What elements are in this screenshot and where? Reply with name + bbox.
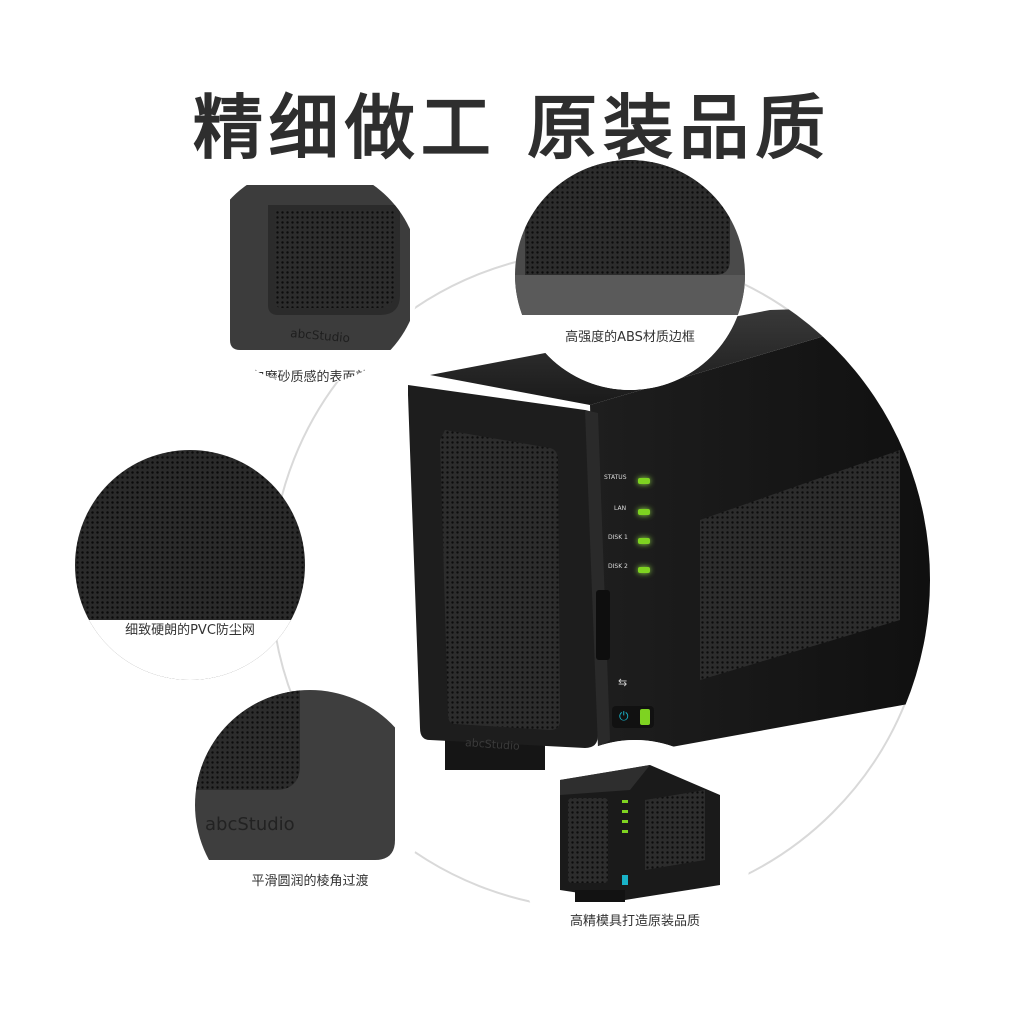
callout-caption: 平滑圆润的棱角过渡 (251, 874, 369, 889)
rounded-edges-closeup: abcStudio (195, 690, 425, 920)
callout-rounded-edges: abcStudio 平滑圆润的棱角过渡 (195, 690, 425, 920)
svg-text:abcStudio: abcStudio (205, 814, 295, 835)
abs-frame-closeup (515, 160, 745, 390)
led-indicator (638, 509, 650, 515)
led-label: DISK 1 (608, 534, 628, 541)
led-row-disk1: DISK 1 (604, 532, 654, 548)
led-row-lan: LAN (604, 503, 654, 519)
led-row-disk2: DISK 2 (604, 561, 654, 577)
mini-nas-image (520, 740, 750, 970)
page-title: 精细做工 原装品质 (192, 87, 832, 169)
led-indicator (638, 478, 650, 484)
power-icon: ⏻ (619, 709, 629, 723)
usb-icon: ⇆ (618, 676, 628, 689)
led-label: DISK 2 (608, 563, 628, 570)
callout-precision-mold: 高精模具打造原装品质 (520, 740, 750, 970)
callout-caption: 高精模具打造原装品质 (569, 914, 700, 929)
callout-pvc-mesh: 细致硬朗的PVC防尘网 (75, 450, 305, 680)
callout-caption: 细致硬朗的PVC防尘网 (75, 620, 305, 680)
callout-caption: 高强度的ABS材质边框 (565, 330, 695, 345)
callout-matte-surface: abcStudio 均匀磨砂质感的表面效果 (200, 165, 420, 385)
svg-text:abcStudio: abcStudio (290, 326, 351, 345)
led-label: LAN (614, 505, 627, 512)
led-indicator (638, 567, 650, 573)
led-label: STATUS (604, 474, 627, 481)
callout-abs-frame: 高强度的ABS材质边框 (515, 160, 745, 390)
power-button: ⏻ (612, 706, 654, 728)
led-row-status: STATUS (604, 472, 654, 488)
power-led (640, 709, 650, 725)
matte-surface-closeup: abcStudio (200, 165, 420, 385)
led-indicator (638, 538, 650, 544)
callout-caption: 均匀磨砂质感的表面效果 (238, 370, 382, 385)
